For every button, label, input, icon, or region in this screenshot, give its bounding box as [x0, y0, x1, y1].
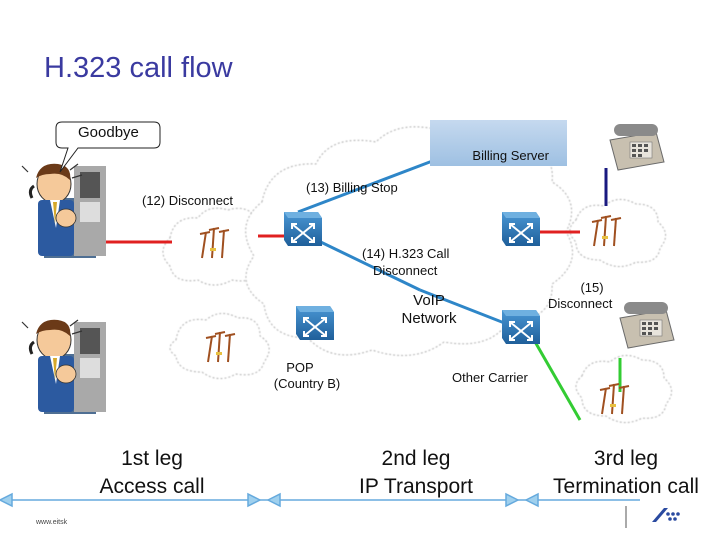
pop-label-line1: POP: [286, 360, 314, 375]
step-14-h323-disconnect-label-line2: Disconnect: [373, 263, 438, 278]
h323-disconnect-line-2: [419, 288, 513, 328]
caller-person-icon: [20, 162, 108, 260]
step-15-disconnect-label-line2: Disconnect: [548, 296, 613, 311]
billing-server-label: Billing Server: [472, 148, 549, 163]
leg-arrow-head: [247, 492, 262, 508]
green-line-1: [532, 339, 582, 421]
carrier-router-bottom: [501, 309, 541, 345]
billing-stop-arrow-line: [297, 158, 436, 214]
pop-label-line2: (Country B): [273, 376, 341, 391]
leg-arrow-head: [505, 492, 520, 508]
leg-3-subtitle: Termination call: [553, 475, 699, 498]
footer-url: www.eitsk: [36, 519, 68, 526]
voip-cloud: [245, 126, 573, 356]
carrier-router-top: [501, 211, 541, 247]
leg-arrow-head: [0, 492, 13, 508]
caller-person-icon: [20, 318, 108, 416]
billing-server-box: Billing Server: [430, 120, 567, 166]
leg-2-title: 2nd leg: [381, 447, 451, 470]
other-carrier-label: Other Carrier: [452, 370, 528, 385]
leg-1-subtitle: Access call: [99, 475, 205, 498]
leg-1-title: 1st leg: [121, 447, 183, 470]
step-13-billing-stop-label: (13) Billing Stop: [306, 180, 398, 195]
page-title: H.323 call flow: [44, 52, 233, 84]
pop-router-bottom: [295, 305, 335, 341]
voip-network-label-line2: Network: [401, 310, 457, 327]
step-12-disconnect-label: (12) Disconnect: [142, 193, 234, 208]
speech-bubble: [55, 121, 161, 173]
speech-bubble-text: Goodbye: [78, 124, 139, 141]
desk-phone-icon: [609, 123, 665, 171]
leg-arrow-head: [266, 492, 281, 508]
termination-cloud-top: [569, 199, 666, 267]
desk-phone-icon: [619, 301, 675, 349]
step-14-h323-disconnect-label-line1: (14) H.323 Call: [362, 246, 450, 261]
leg-2-subtitle: IP Transport: [358, 475, 473, 498]
pop-router-top: [283, 211, 323, 247]
leg-3-title: 3rd leg: [593, 447, 659, 470]
step-15-disconnect-label-line1: (15): [580, 280, 604, 295]
footer-logo-icon: [652, 508, 680, 522]
voip-network-label-line1: VoIP: [413, 292, 445, 309]
leg-arrow-head: [524, 492, 539, 508]
